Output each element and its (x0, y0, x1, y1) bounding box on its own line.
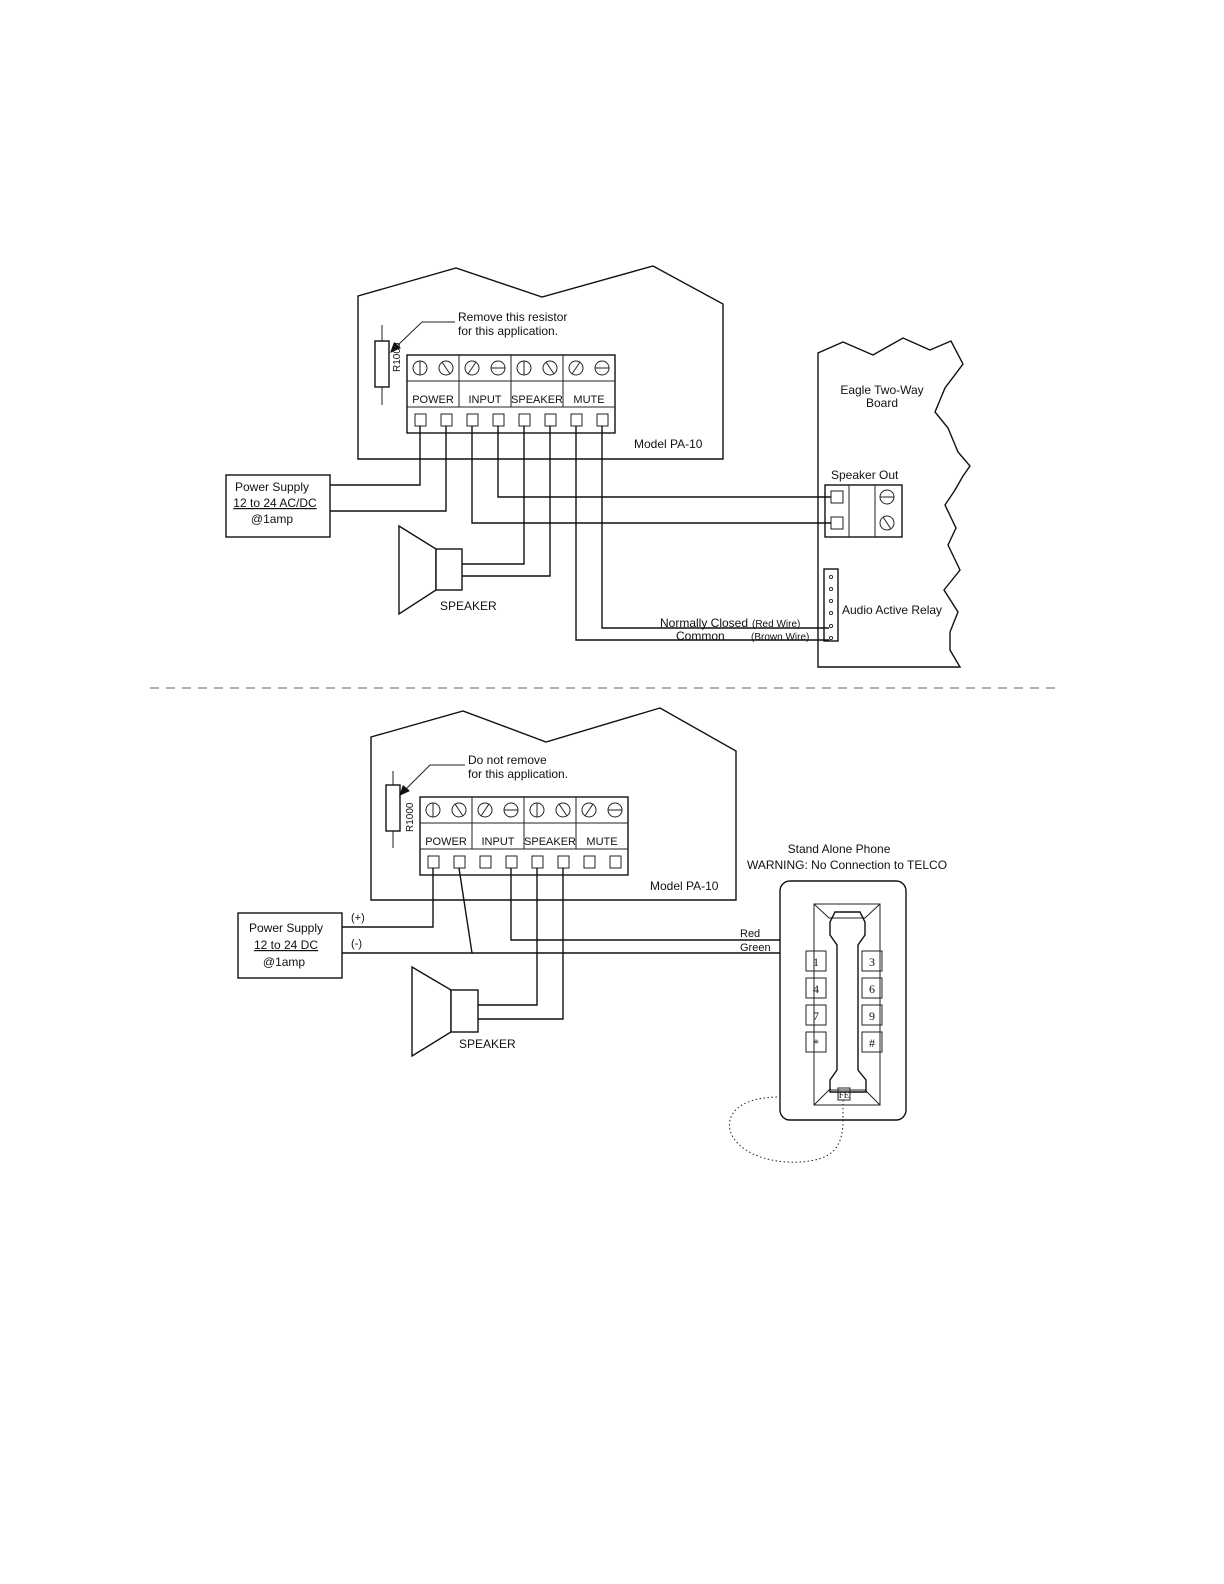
bottom-model-label: Model PA-10 (650, 879, 719, 893)
top-terminal-block: POWER INPUT SPEAKER MUTE (406, 354, 616, 434)
phone-key-label: 6 (869, 982, 875, 996)
bottom-red-label: Red (740, 928, 760, 940)
bottom-resistor-note-2: for this application. (468, 767, 568, 781)
top-speaker-out-block (824, 484, 903, 538)
top-terminal-label-mute: MUTE (573, 394, 604, 406)
top-diagram: R1000 Remove this resistor for this appl… (225, 265, 971, 668)
phone-title: Stand Alone Phone (788, 842, 891, 856)
bottom-wire-power-plus (342, 868, 434, 928)
bottom-wire-red (510, 868, 780, 941)
phone-key (805, 1031, 827, 1053)
top-terminal-label-input: INPUT (469, 394, 502, 406)
top-speaker-out-label: Speaker Out (831, 468, 899, 482)
bottom-terminal-block: POWER INPUT SPEAKER MUTE (419, 796, 629, 876)
top-speaker (398, 524, 463, 616)
bottom-wiring (342, 867, 780, 1020)
bottom-wire-speaker-1 (478, 868, 538, 1006)
top-power-supply-box (225, 474, 331, 538)
top-wire-input-1 (471, 426, 831, 524)
bottom-resistor-leader (399, 764, 465, 796)
phone-key-label: * (813, 1036, 819, 1050)
phone-key (805, 977, 827, 999)
phone-key-label: 4 (813, 982, 819, 996)
phone-key (861, 977, 883, 999)
top-eagle-board-label-2: Board (866, 396, 898, 410)
top-eagle-board-outline (817, 337, 971, 668)
top-brown-wire-label: (Brown Wire) (751, 632, 809, 643)
phone: FE 1 3 4 6 7 9 * # (729, 880, 907, 1163)
phone-key-label: 1 (813, 955, 819, 969)
bottom-diagram: R1000 Do not remove for this application… (237, 707, 947, 1163)
bottom-resistor-note-1: Do not remove (468, 753, 547, 767)
bottom-power-supply-current: @1amp (263, 955, 306, 969)
bottom-minus-label: (-) (351, 938, 362, 950)
top-power-supply-voltage: 12 to 24 AC/DC (233, 496, 317, 510)
top-resistor-note-2: for this application. (458, 324, 558, 338)
phone-key (805, 950, 827, 972)
top-resistor-leader (390, 321, 455, 353)
bottom-speaker-label: SPEAKER (459, 1037, 516, 1051)
top-normally-closed-label: Normally Closed (660, 616, 748, 630)
bottom-power-supply-title: Power Supply (249, 921, 323, 935)
top-audio-relay-label: Audio Active Relay (842, 603, 942, 617)
top-red-wire-label: (Red Wire) (752, 619, 800, 630)
top-resistor: R1000 (374, 325, 403, 405)
top-wire-speaker-2 (462, 426, 551, 577)
bottom-resistor-label: R1000 (405, 802, 416, 832)
phone-key (861, 950, 883, 972)
bottom-plus-label: (+) (351, 912, 365, 924)
top-wire-speaker-1 (462, 426, 525, 565)
top-terminal-label-power: POWER (412, 394, 454, 406)
bottom-wire-speaker-2 (478, 868, 564, 1020)
phone-warning: WARNING: No Connection to TELCO (747, 858, 947, 872)
top-common-label: Common (676, 629, 725, 643)
top-wiring (330, 426, 831, 641)
top-wire-power-minus (330, 426, 447, 512)
bottom-power-supply-voltage: 12 to 24 DC (254, 938, 318, 952)
phone-body (779, 880, 907, 1121)
top-power-supply-title: Power Supply (235, 480, 309, 494)
top-wire-input-2 (497, 426, 831, 498)
top-wire-power-plus (330, 426, 421, 486)
phone-key-label: 3 (869, 955, 875, 969)
phone-key-label: 7 (813, 1009, 819, 1023)
top-resistor-label: R1000 (392, 342, 403, 372)
phone-key (861, 1031, 883, 1053)
phone-key-label: 9 (869, 1009, 875, 1023)
phone-handset (829, 911, 867, 1093)
top-eagle-board-label-1: Eagle Two-Way (840, 383, 923, 397)
top-resistor-note-1: Remove this resistor (458, 310, 567, 324)
top-speaker-label: SPEAKER (440, 599, 497, 613)
top-power-supply-current: @1amp (251, 512, 294, 526)
bottom-terminal-label-power: POWER (425, 836, 467, 848)
top-wire-mute-nc (601, 426, 829, 629)
phone-key (805, 1004, 827, 1026)
top-model-label: Model PA-10 (634, 437, 703, 451)
top-audio-relay-connector (823, 568, 839, 642)
top-wire-mute-common (575, 426, 829, 641)
bottom-pa10-board-outline (370, 707, 737, 901)
bottom-power-supply-box (237, 912, 343, 979)
top-pa10-board-outline (357, 265, 724, 460)
svg-text:FE: FE (839, 1090, 850, 1100)
bottom-terminal-label-mute: MUTE (586, 836, 617, 848)
phone-coiled-cord (729, 1096, 844, 1163)
bottom-terminal-label-speaker: SPEAKER (524, 836, 576, 848)
phone-keypad: 1 3 4 6 7 9 * # (805, 950, 883, 1053)
bottom-speaker (411, 965, 479, 1058)
phone-key-label: # (869, 1036, 875, 1050)
top-terminal-label-speaker: SPEAKER (511, 394, 563, 406)
phone-key (861, 1004, 883, 1026)
bottom-resistor: R1000 (385, 771, 416, 848)
bottom-terminal-label-input: INPUT (482, 836, 515, 848)
bottom-green-label: Green (740, 942, 771, 954)
